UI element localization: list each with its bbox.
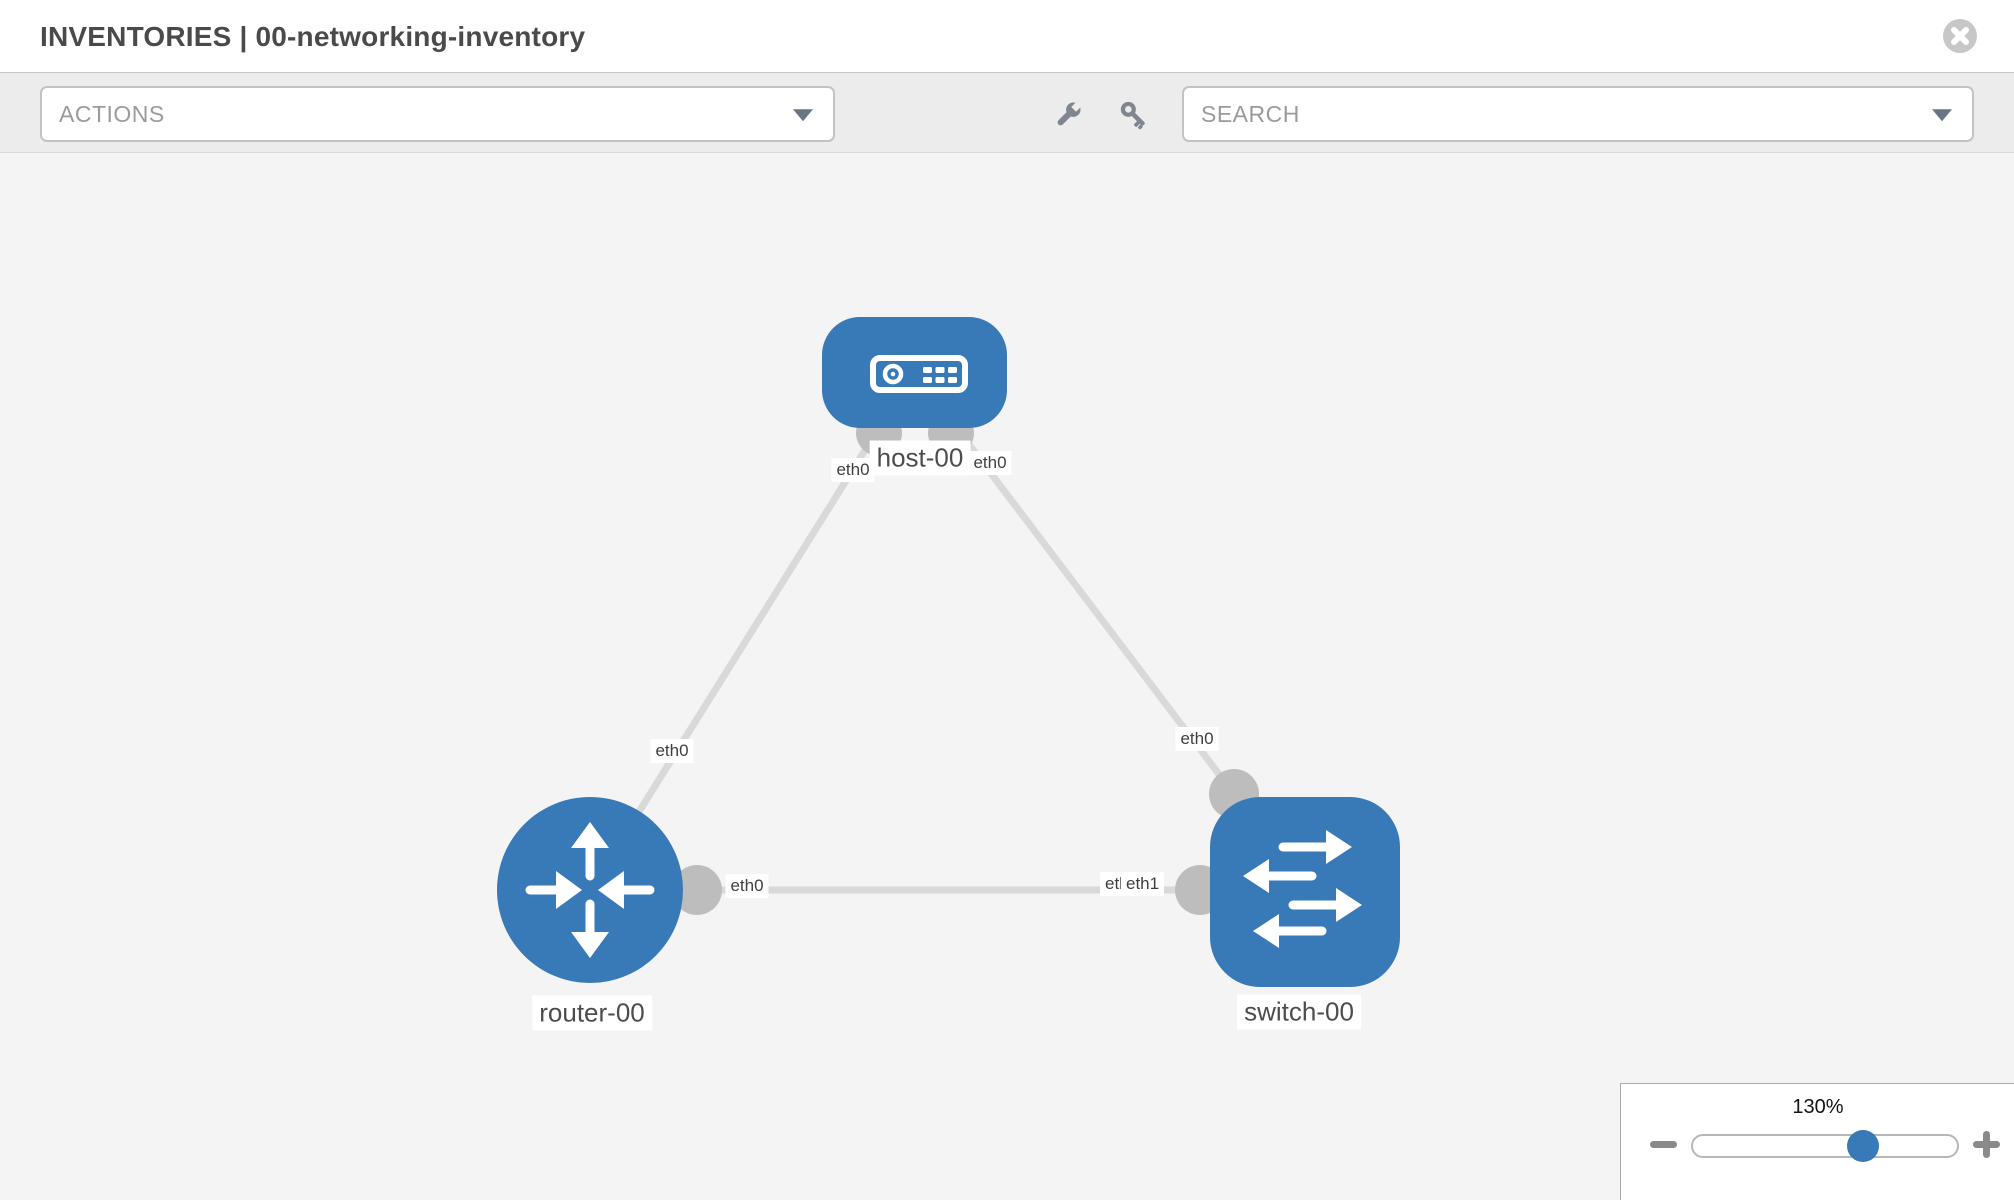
interface-label: eth0 <box>1175 727 1219 751</box>
minus-icon[interactable] <box>1650 1141 1677 1148</box>
plus-icon[interactable] <box>1973 1131 2000 1158</box>
node-label-switch: switch-00 <box>1237 994 1361 1030</box>
interface-label: eth1 <box>1121 872 1165 896</box>
chevron-down-icon <box>793 109 813 122</box>
actions-dropdown-label: ACTIONS <box>59 101 165 127</box>
node-router-00[interactable] <box>497 797 683 983</box>
close-button[interactable] <box>1943 19 1977 53</box>
server-icon <box>870 355 968 393</box>
interface-label: eth0 <box>725 874 769 898</box>
interface-label: eth0 <box>650 739 694 763</box>
wrench-icon[interactable] <box>1051 98 1085 132</box>
search-input[interactable] <box>1184 88 1894 140</box>
zoom-slider-handle[interactable] <box>1847 1130 1879 1162</box>
interface-label: eth0 <box>831 458 875 482</box>
node-label-host: host-00 <box>869 440 971 476</box>
router-icon <box>525 822 655 958</box>
zoom-slider-track[interactable] <box>1691 1134 1959 1158</box>
interface-label: eth0 <box>968 451 1012 475</box>
key-icon[interactable] <box>1117 98 1151 132</box>
panel-header: INVENTORIES | 00-networking-inventory <box>0 0 2014 73</box>
zoom-level: 130% <box>1792 1096 1844 1118</box>
zoom-panel: 130% <box>1620 1083 2014 1200</box>
page-title: INVENTORIES | 00-networking-inventory <box>40 21 586 52</box>
toolbar: ACTIONS <box>0 73 2014 153</box>
node-switch-00[interactable] <box>1210 797 1400 987</box>
node-host-00[interactable] <box>822 317 1007 428</box>
chevron-down-icon <box>1932 109 1952 122</box>
switch-icon <box>1243 830 1362 948</box>
search-dropdown[interactable] <box>1182 86 1974 142</box>
topology-canvas[interactable]: host-00 router-00 switch-00 eth0 eth0 et… <box>0 153 2014 1200</box>
node-label-router: router-00 <box>532 995 652 1031</box>
actions-dropdown[interactable]: ACTIONS <box>40 86 835 142</box>
interface-connector <box>672 865 722 915</box>
